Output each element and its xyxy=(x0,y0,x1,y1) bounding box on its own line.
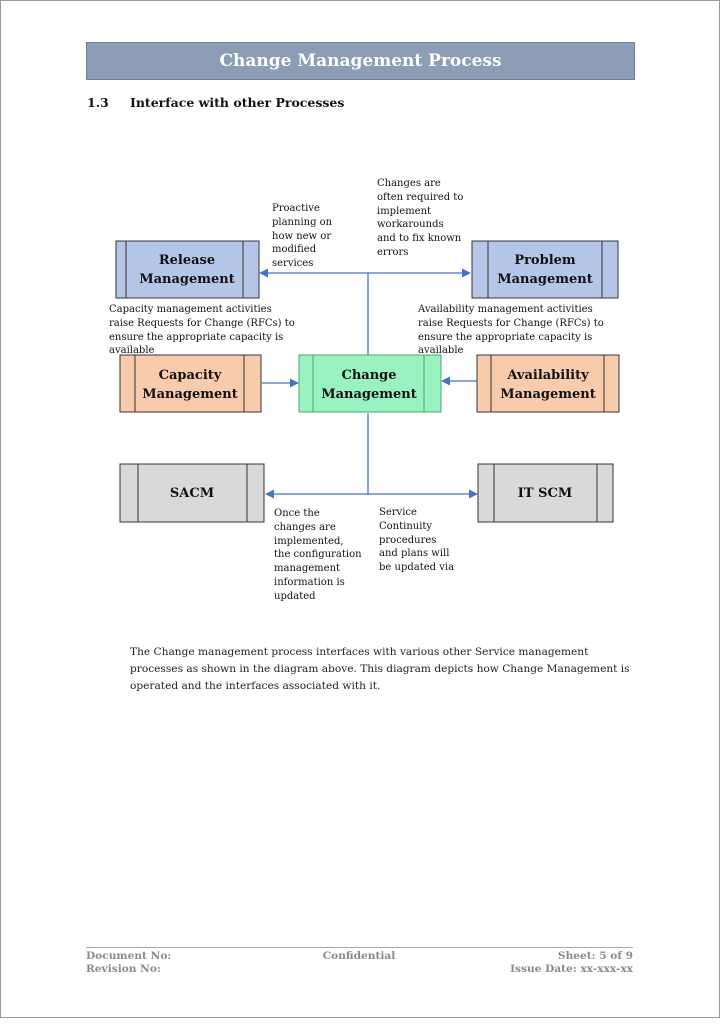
section-number: 1.3 xyxy=(87,95,109,110)
section-heading: 1.3 Interface with other Processes xyxy=(87,95,344,110)
title-banner: Change Management Process xyxy=(86,42,635,80)
change-management-box: Change Management xyxy=(298,354,442,413)
itscm-label: IT SCM xyxy=(518,486,572,501)
section-title: Interface with other Processes xyxy=(130,95,345,110)
capacity-label-line1: Capacity xyxy=(159,368,222,383)
release-label-line2: Management xyxy=(139,272,235,287)
itscm-note: Service Continuity procedures and plans … xyxy=(379,507,455,574)
connectors xyxy=(259,268,478,499)
problem-note: Changes are often required to implement … xyxy=(377,178,464,258)
process-interface-diagram: Release Management Problem Management Ca… xyxy=(115,240,620,523)
sheet-number: Sheet: 5 of 9 xyxy=(557,950,633,962)
sacm-label: SACM xyxy=(170,486,214,501)
document-number: Document No: xyxy=(86,950,172,962)
page-title: Change Management Process xyxy=(219,51,502,71)
change-label-line1: Change xyxy=(341,368,396,383)
availability-management-box: Availability Management xyxy=(476,354,620,413)
release-note: Proactive planning on how new or modifie… xyxy=(272,203,333,270)
itscm-box: IT SCM xyxy=(477,463,614,523)
availability-note: Availability management activities raise… xyxy=(418,304,604,357)
problem-label-line2: Management xyxy=(497,272,593,287)
capacity-note: Capacity management activities raise Req… xyxy=(109,304,295,357)
footer-right: Sheet: 5 of 9 Issue Date: xx-xxx-xx xyxy=(471,950,633,976)
body-paragraph: The Change management process interfaces… xyxy=(130,646,630,692)
change-label-line2: Management xyxy=(321,387,417,402)
availability-label-line1: Availability xyxy=(506,368,589,383)
footer-center: Confidential xyxy=(301,950,417,963)
release-label-line1: Release xyxy=(159,253,215,268)
footer-divider xyxy=(86,947,633,948)
confidential-label: Confidential xyxy=(322,950,396,962)
availability-label-line2: Management xyxy=(500,387,596,402)
sacm-box: SACM xyxy=(119,463,265,523)
revision-number: Revision No: xyxy=(86,963,161,975)
release-management-box: Release Management xyxy=(115,240,260,299)
problem-label-line1: Problem xyxy=(514,253,576,268)
problem-management-box: Problem Management xyxy=(471,240,619,299)
capacity-label-line2: Management xyxy=(142,387,238,402)
footer-left: Document No: Revision No: xyxy=(86,950,171,976)
capacity-management-box: Capacity Management xyxy=(119,354,262,413)
issue-date: Issue Date: xx-xxx-xx xyxy=(510,963,633,975)
sacm-note: Once the changes are implemented, the co… xyxy=(274,508,362,602)
